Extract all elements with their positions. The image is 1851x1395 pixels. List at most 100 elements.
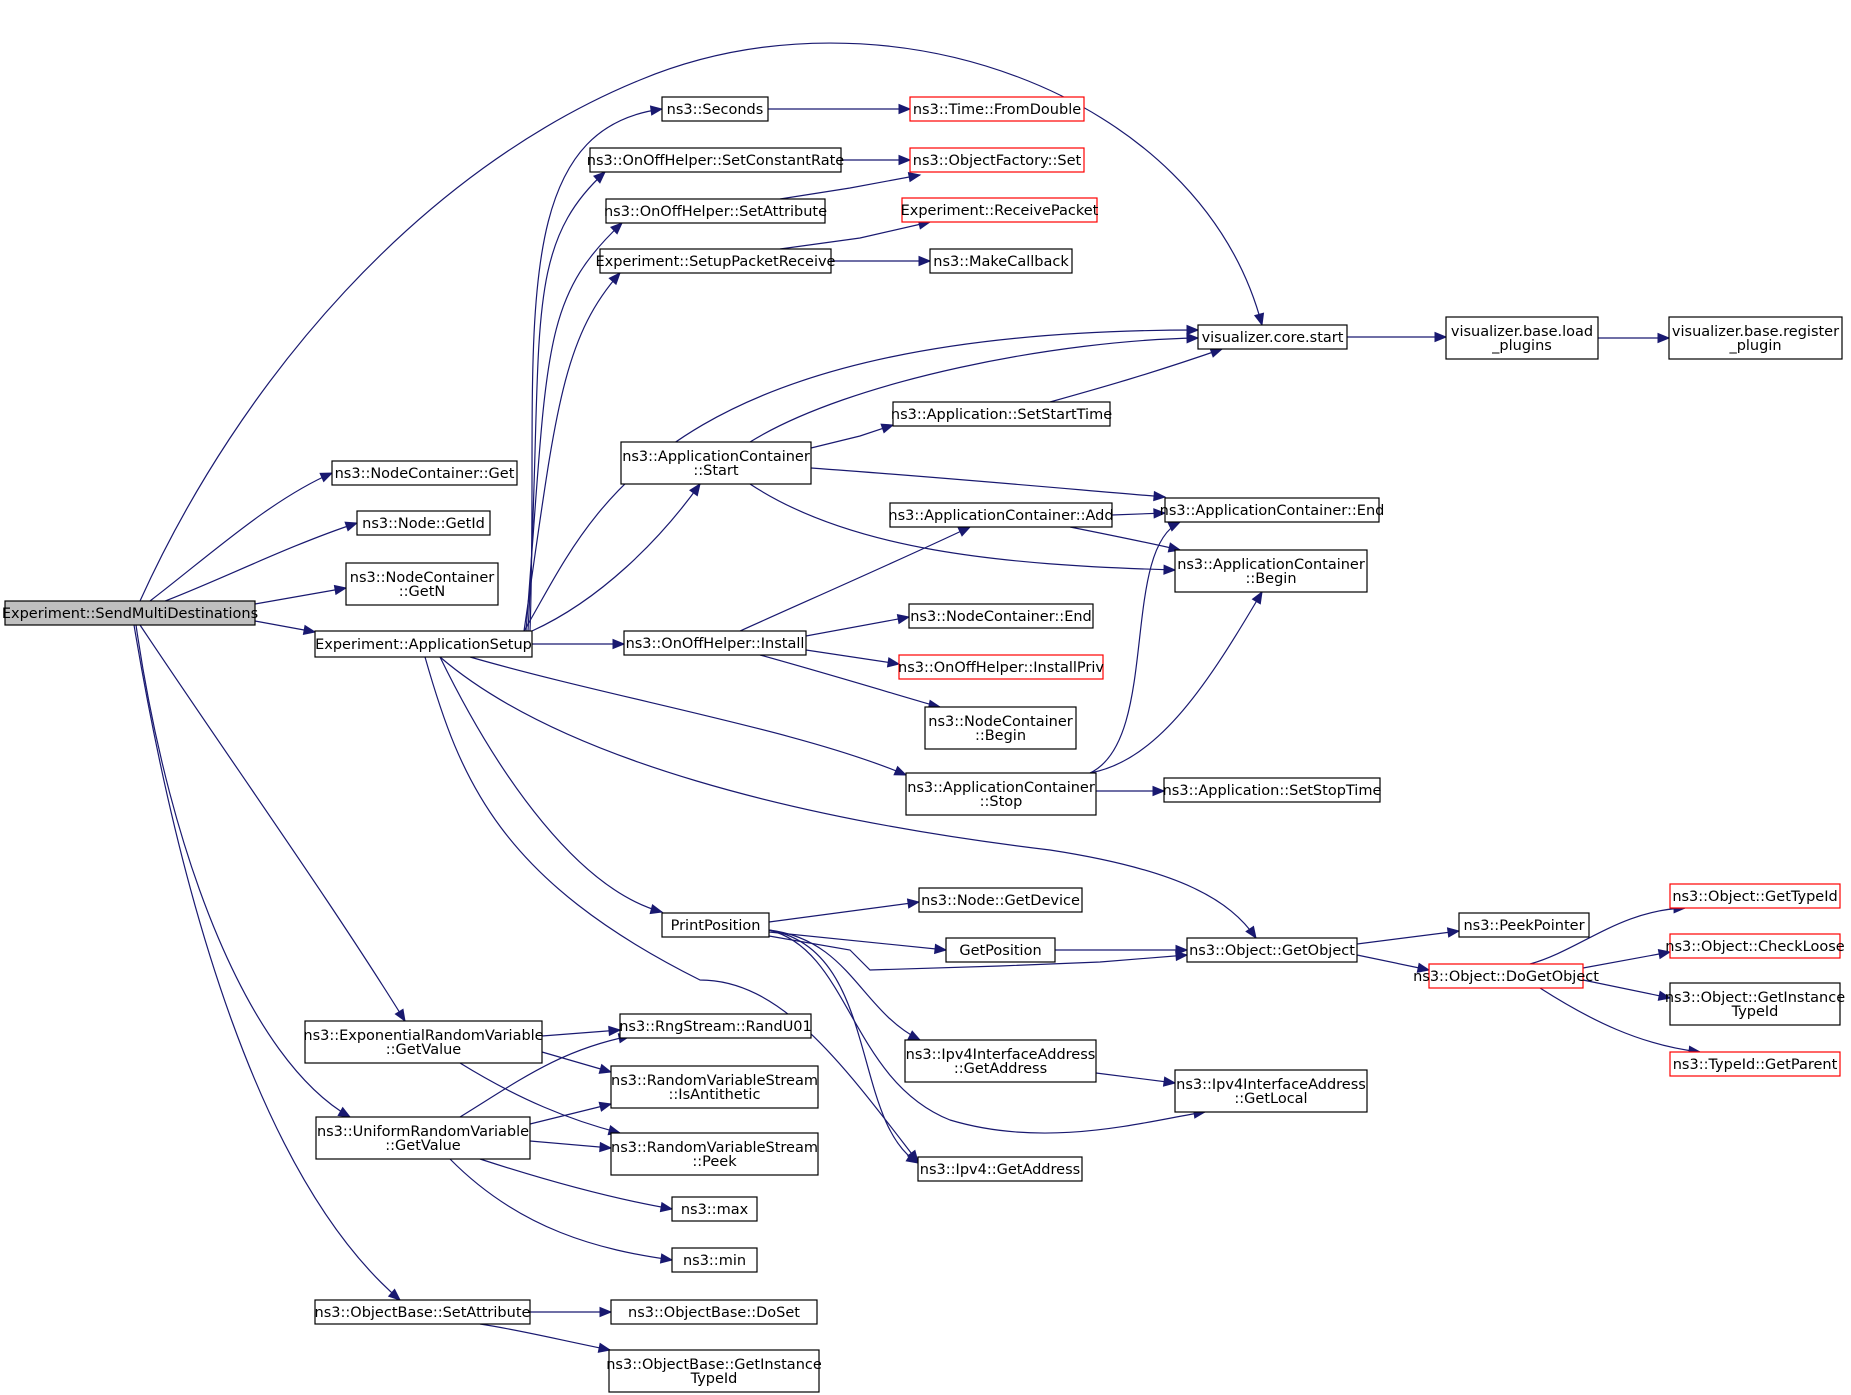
function-node[interactable]: ns3::max [671,1196,758,1222]
edge-line [768,931,947,951]
function-node[interactable]: ns3::NodeContainer::Get [331,460,518,486]
node-label: ns3::ObjectBase::DoSet [628,1305,800,1321]
function-node[interactable]: ns3::Time::FromDouble [909,96,1085,122]
edge-line [768,935,1188,971]
function-node[interactable]: ns3::MakeCallback [929,248,1073,274]
node-label: ::GetLocal [1234,1091,1307,1107]
function-node[interactable]: ns3::Object::CheckLoose [1665,933,1845,959]
edge-line [525,222,623,632]
node-label: ns3::ApplicationContainer [622,449,810,465]
function-node[interactable]: ns3::Object::DoGetObject [1413,963,1599,989]
node-label: ns3::RandomVariableStream [611,1073,818,1089]
function-node[interactable]: Experiment::SetupPacketReceive [596,248,836,274]
node-box [918,887,1083,913]
function-node[interactable]: ns3::NodeContainer::End [908,603,1094,629]
function-node[interactable]: ns3::NodeContainer::GetN [345,562,499,606]
call-edge [479,1158,674,1213]
node-box [589,147,842,173]
function-node[interactable]: ns3::ApplicationContainer::End [1160,497,1385,523]
function-node[interactable]: ns3::ApplicationContainer::Begin [1174,549,1368,593]
edge-line [739,526,971,632]
function-node[interactable]: PrintPosition [661,912,770,938]
call-edge [1095,1072,1177,1087]
edge-arrowhead [302,624,317,636]
function-node[interactable]: Experiment::ApplicationSetup [314,630,533,658]
call-edge [1096,785,1166,797]
call-edge [805,649,901,668]
node-box [599,248,832,274]
edge-line [768,929,919,1164]
function-node[interactable]: ns3::OnOffHelper::SetConstantRate [587,147,845,173]
node-box [1669,883,1841,909]
node-box [314,630,533,658]
function-node[interactable]: ns3::ApplicationContainer::Add [888,502,1114,528]
edge-arrowhead [689,482,701,497]
function-node[interactable]: ns3::ObjectBase::DoSet [610,1299,818,1325]
node-label: visualizer.core.start [1202,330,1344,346]
function-node[interactable]: ns3::Ipv4InterfaceAddress::GetLocal [1174,1069,1368,1113]
node-label: ns3::Object::GetObject [1189,943,1355,959]
function-node[interactable]: ns3::Node::GetId [356,510,491,536]
node-label: ns3::Ipv4InterfaceAddress [1176,1077,1366,1093]
node-label: ::GetValue [385,1138,461,1154]
call-edge [135,624,352,1118]
edge-line [529,1103,612,1125]
function-node[interactable]: ns3::Application::SetStopTime [1163,777,1382,803]
node-box [1174,1069,1368,1113]
function-node[interactable]: ns3::Object::GetObject [1186,937,1358,963]
function-node[interactable]: ns3::ApplicationContainer::Stop [905,772,1097,816]
node-box [661,912,770,938]
function-node[interactable]: ns3::Node::GetDevice [918,887,1083,913]
edge-arrowhead [905,1152,920,1164]
function-node[interactable]: ns3::ObjectFactory::Set [909,147,1085,173]
function-node[interactable]: ns3::ApplicationContainer::Start [620,441,812,485]
function-node[interactable]: visualizer.base.register_plugin [1668,316,1843,360]
function-node[interactable]: ns3::NodeContainer::Begin [924,706,1077,750]
edge-arrowhead [918,255,932,267]
edge-arrowhead [1186,324,1200,336]
node-box [904,1039,1097,1083]
function-node[interactable]: GetPosition [945,937,1056,963]
function-node[interactable]: ns3::OnOffHelper::InstallPriv [898,654,1104,680]
node-label: ::GetN [399,584,445,600]
function-node[interactable]: ns3::ObjectBase::SetAttribute [314,1299,531,1325]
edge-arrowhead [1152,785,1166,797]
node-box [924,706,1077,750]
node-label: TypeId [690,1371,738,1387]
function-node[interactable]: ns3::min [671,1247,758,1273]
node-box [1428,963,1584,989]
function-node[interactable]: ns3::TypeId::GetParent [1669,1051,1841,1077]
call-edge [529,105,664,632]
edge-arrowhead [599,1306,613,1318]
function-node[interactable]: ns3::PeekPointer [1458,912,1590,938]
function-node[interactable]: ns3::RngStream::RandU01 [619,1013,812,1039]
node-label: ns3::Ipv4InterfaceAddress [906,1047,1096,1063]
function-node[interactable]: ns3::RandomVariableStream::Peek [610,1132,819,1176]
function-node[interactable]: Experiment::ReceivePacket [901,197,1099,223]
function-node[interactable]: ns3::Ipv4::GetAddress [917,1156,1083,1182]
function-node[interactable]: ns3::Seconds [661,96,769,122]
node-box [1186,937,1358,963]
call-edge [1356,927,1461,945]
function-node[interactable]: visualizer.base.load_plugins [1445,316,1599,360]
edge-arrowhead [1416,962,1431,973]
function-node[interactable]: ns3::Application::SetStartTime [891,401,1112,427]
function-node[interactable]: ns3::Object::GetTypeId [1669,883,1841,909]
function-node[interactable]: ns3::OnOffHelper::SetAttribute [604,198,827,224]
function-node[interactable]: ns3::RandomVariableStream::IsAntithetic [610,1065,819,1109]
edge-arrowhead [907,171,922,183]
edge-arrowhead [333,584,348,596]
function-node[interactable]: ns3::UniformRandomVariable::GetValue [315,1116,531,1160]
function-node[interactable]: ns3::ExponentialRandomVariable::GetValue [303,1020,544,1064]
node-label: ns3::Object::GetInstance [1665,990,1845,1006]
function-node[interactable]: ns3::Ipv4InterfaceAddress::GetAddress [904,1039,1097,1083]
function-node[interactable]: ns3::OnOffHelper::Install [623,630,807,656]
call-edge [527,171,606,632]
edge-arrowhead [612,638,626,650]
edge-arrowhead [1163,564,1177,575]
function-node[interactable]: visualizer.core.start [1197,324,1348,350]
edge-line [1539,987,1701,1053]
edge-line [424,656,919,1163]
